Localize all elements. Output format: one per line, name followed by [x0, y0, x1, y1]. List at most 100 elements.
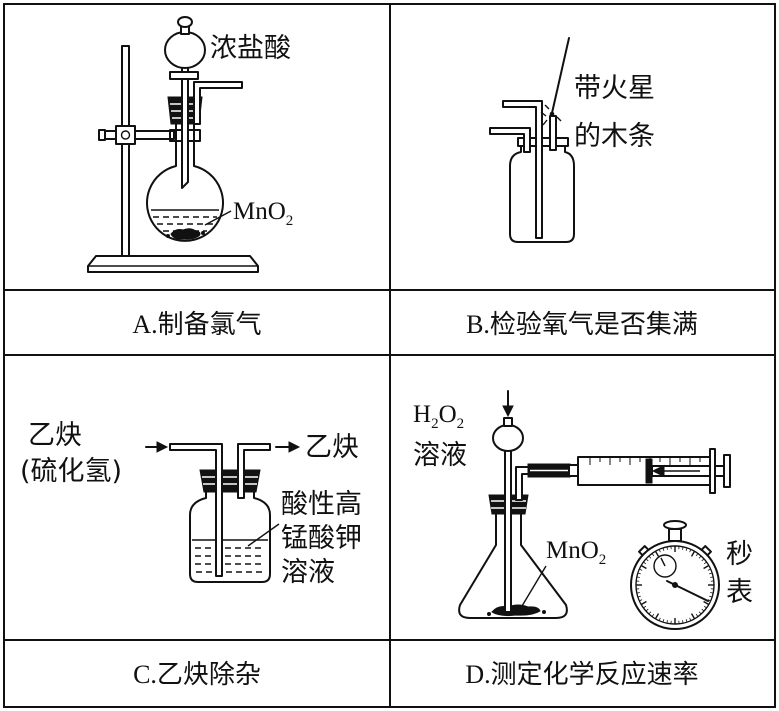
solution-label-line1: 酸性高 [281, 489, 362, 520]
stopwatch-tick [662, 619, 665, 623]
conical-flask [458, 512, 568, 619]
stopwatch-tick [651, 613, 655, 617]
solution-label-line3: 溶液 [281, 557, 335, 588]
stopwatch-tick [666, 546, 668, 550]
caption-a: A.制备氯气 [132, 310, 261, 339]
funnel-stem [181, 61, 189, 189]
funnel-stem [504, 447, 512, 613]
spark [540, 111, 547, 117]
separatory-funnel [492, 390, 524, 613]
subdial-hand [660, 557, 666, 567]
stopwatch-tick [685, 619, 688, 623]
stopwatch-tick [701, 558, 705, 562]
spark [544, 104, 550, 110]
stopwatch-tick [648, 555, 652, 559]
long-inlet-tube [169, 443, 223, 577]
stopwatch-tick [690, 613, 696, 620]
mno2-subscript: 2 [599, 552, 607, 568]
stopwatch-tick [698, 611, 702, 615]
mno2-label: MnO2 [546, 537, 606, 568]
washing-bottle [189, 489, 271, 583]
arrow-head [288, 441, 301, 453]
stopwatch-tick [709, 595, 713, 598]
stopwatch-tick [689, 617, 692, 621]
long-inlet-tube [502, 100, 543, 239]
h2o2-solution-label: 溶液 [413, 440, 467, 471]
stopwatch-tick [666, 620, 668, 624]
stand-rod [121, 45, 130, 257]
plunger-thumb-rest [723, 454, 731, 488]
syringe [568, 448, 731, 494]
spark [556, 116, 562, 122]
mno2-leader-line [521, 565, 547, 607]
granule [542, 610, 546, 614]
glowing-splint [540, 37, 570, 126]
stopwatch-tick [698, 555, 702, 559]
solution-leader-line [247, 523, 280, 547]
funnel-stopper [177, 16, 193, 28]
short-tube [489, 127, 531, 153]
addition-arrow-head [502, 405, 514, 418]
panel-c-apparatus: 乙炔 (硫化氢) 乙炔 酸性高 锰酸钾 溶液 [20, 420, 362, 588]
stopwatch-tick [640, 564, 647, 570]
stopwatch-tick [643, 605, 647, 609]
granule [487, 612, 491, 616]
funnel-neck [503, 417, 513, 427]
stopwatch-tick [654, 550, 660, 557]
stopwatch-crown-knob [663, 520, 687, 530]
stopwatch-tick [643, 561, 647, 565]
granule [166, 234, 170, 238]
funnel-bulb [492, 424, 524, 452]
stopwatch-tick [637, 595, 641, 598]
outlet-arrow [275, 441, 301, 453]
outlet-gas-label: 乙炔 [305, 432, 359, 463]
formula-subscript: 2 [431, 416, 439, 432]
stopwatch-tick [682, 546, 684, 550]
stopwatch-tick [636, 592, 640, 594]
stopwatch-tick [654, 613, 660, 620]
caption-c: C.乙炔除杂 [133, 660, 261, 689]
mno2-solid [166, 228, 205, 240]
mno2-label: MnO2 [233, 198, 293, 229]
stopwatch-tick [639, 599, 643, 602]
stopwatch-tick [695, 553, 699, 557]
stopwatch-tick [685, 547, 688, 551]
mno2-subscript: 2 [286, 213, 294, 229]
mno2-base: MnO [233, 198, 286, 225]
panel-d-apparatus: H2O2 溶液 MnO2 秒 表 [413, 390, 753, 630]
stopwatch-tick [703, 564, 710, 570]
caption-b: B.检验氧气是否集满 [466, 310, 698, 339]
stopwatch-tick [651, 553, 655, 557]
stopwatch-label-line1: 秒 [726, 539, 753, 570]
stopwatch-tick [637, 572, 641, 575]
stopwatch-tick [662, 547, 665, 551]
stopwatch-tick [695, 613, 699, 617]
stopwatch-tick [710, 576, 714, 578]
outlet-tube [549, 115, 557, 151]
stopwatch-tick [689, 549, 692, 553]
barrel-flange [709, 448, 716, 494]
splint-label-line1: 带火星 [574, 73, 655, 104]
stopwatch-tick [690, 550, 696, 557]
short-outlet-tube [237, 443, 271, 499]
impurity-label: (硫化氢) [20, 456, 122, 487]
stopwatch-tick [707, 599, 711, 602]
formula-part: O [439, 401, 457, 428]
splint-ember [549, 111, 555, 117]
iron-stand [87, 45, 259, 273]
stopwatch-tick [658, 549, 661, 553]
panel-b-apparatus: 带火星 的木条 [489, 37, 655, 243]
solid-granules [170, 228, 201, 240]
mno2-leader-line [204, 210, 232, 226]
stand-base [87, 255, 259, 273]
inlet-gas-label: 乙炔 [28, 420, 82, 451]
granule [201, 231, 205, 235]
funnel-stopcock [169, 71, 199, 80]
stopwatch-tick [640, 600, 647, 606]
stopwatch [630, 520, 720, 630]
stopwatch-tick [710, 592, 714, 594]
stopwatch-tick [709, 572, 713, 575]
stopwatch-label-line2: 表 [726, 577, 753, 608]
formula-part: H [413, 401, 431, 428]
